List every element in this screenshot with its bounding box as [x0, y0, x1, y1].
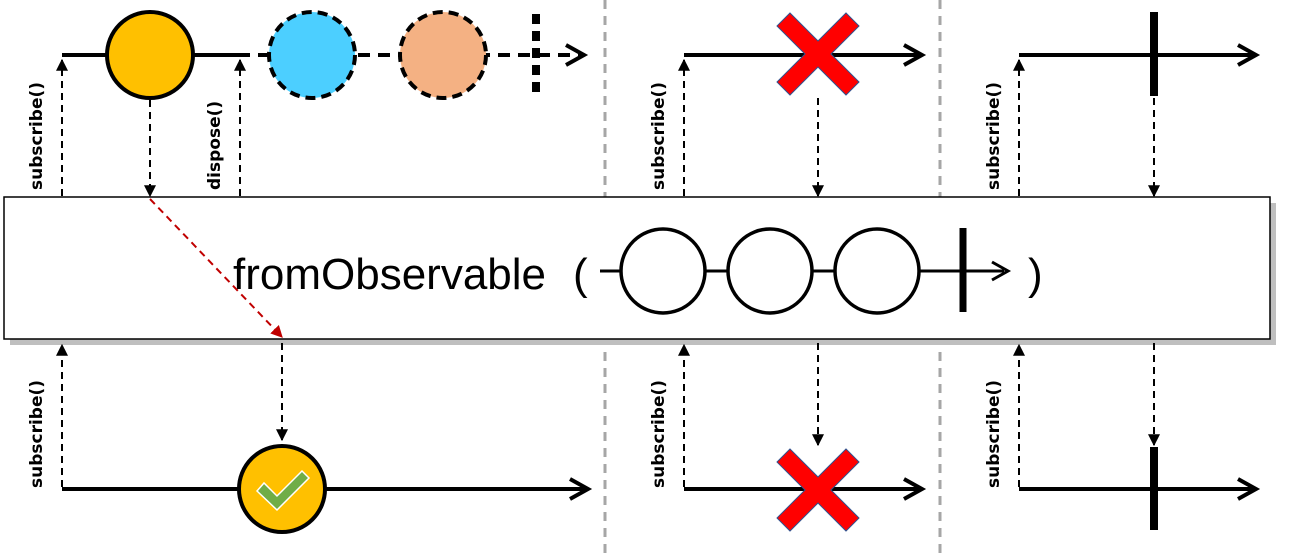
check-icon — [255, 469, 311, 512]
operator-signature-item — [726, 227, 814, 315]
timeline-arrowhead — [1237, 477, 1261, 501]
timeline-arrowhead — [903, 43, 927, 67]
timeline-arrowhead — [1237, 43, 1261, 67]
source-item-first — [105, 10, 195, 100]
subscribe-label: subscribe() — [984, 380, 1004, 488]
subscribe-label: subscribe() — [649, 380, 669, 488]
operator-signature-arrowhead — [991, 260, 1012, 282]
dispose-effect-arrow — [149, 198, 283, 338]
subscribe-label: subscribe() — [27, 82, 47, 190]
dispose-label: dispose() — [205, 101, 225, 190]
timeline-arrowhead — [903, 477, 927, 501]
subscribe-label: subscribe() — [27, 380, 47, 488]
operator-open-paren: ( — [573, 250, 588, 299]
subscribe-label: subscribe() — [984, 82, 1004, 190]
operator-signature-item — [619, 227, 707, 315]
source-item-third — [398, 10, 488, 100]
timeline-arrowhead — [569, 477, 593, 501]
subscribe-label: subscribe() — [649, 82, 669, 190]
result-success-item — [237, 444, 327, 534]
error-icon — [776, 12, 860, 96]
timeline-arrowhead — [565, 43, 589, 67]
error-icon — [776, 448, 860, 532]
operator-name: fromObservable — [233, 250, 546, 299]
operator-signature-item — [833, 227, 921, 315]
operator-close-paren: ) — [1028, 250, 1043, 299]
source-item-second — [267, 10, 357, 100]
